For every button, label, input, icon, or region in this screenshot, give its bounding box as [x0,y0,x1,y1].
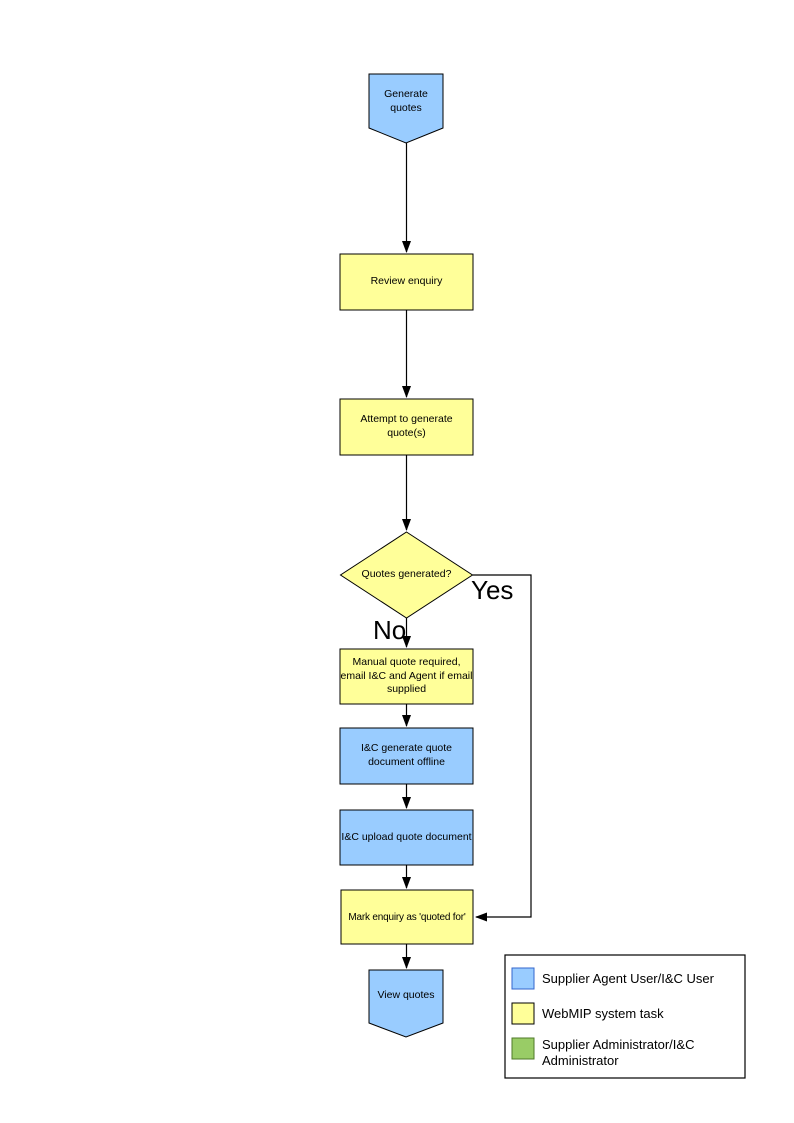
decision-node-shape [339,531,474,619]
legend-label-supplier-agent: Supplier Agent User/I&C User [542,971,714,986]
legend-label-supplier-admin: Supplier Administrator/I&C Administrator [542,1037,695,1068]
yes-edge-label: Yes [471,575,514,605]
attempt-node-shape [339,398,474,456]
review-node-shape [339,253,474,311]
legend-swatch-blue [511,967,535,990]
start-node-shape [368,73,444,144]
edge-decision-mark-yes [472,574,532,922]
manual-node-shape [339,648,474,705]
legend-label-webmip-task: WebMIP system task [542,1006,664,1021]
upload-node-shape [339,809,474,866]
legend-box [504,954,746,1079]
end-node-shape [368,969,444,1038]
legend-swatch-yellow [511,1002,535,1025]
generate-offline-node-shape [339,727,474,785]
mark-node-shape [340,889,474,945]
no-edge-label: No [373,615,407,645]
legend-swatch-green [511,1037,535,1060]
